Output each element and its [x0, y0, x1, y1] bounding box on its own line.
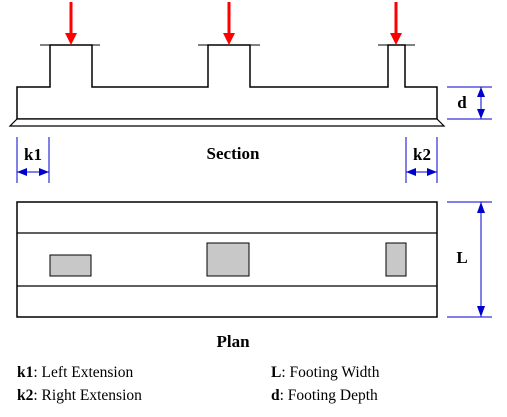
- column-middle: [206, 242, 250, 277]
- legend-k2: k2: Right Extension: [17, 387, 142, 405]
- legend-d: d: Footing Depth: [271, 387, 378, 405]
- section-view: k1 k2 d Section: [8, 2, 492, 183]
- d-dimension: [447, 86, 492, 120]
- legend-L: L: Footing Width: [271, 364, 379, 382]
- legend-d-text: : Footing Depth: [279, 387, 378, 404]
- k1-dimension: [16, 137, 50, 183]
- load-arrow-right: [390, 2, 402, 45]
- legend-k1-symbol: k1: [17, 364, 34, 381]
- column-right: [385, 242, 407, 277]
- section-base-plate: [8, 118, 446, 127]
- legend-k2-symbol: k2: [17, 387, 34, 404]
- section-title: Section: [207, 144, 260, 163]
- plan-title: Plan: [216, 332, 250, 350]
- load-arrow-middle: [223, 2, 235, 45]
- k1-label: k1: [24, 145, 42, 164]
- combined-footing-diagram: k1 k2 d Section: [8, 2, 492, 350]
- legend-k1: k1: Left Extension: [17, 364, 133, 382]
- plan-footing-outline: [16, 201, 438, 318]
- section-footing-outline: [16, 44, 438, 120]
- k2-label: k2: [413, 145, 431, 164]
- L-dimension: [447, 201, 492, 318]
- legend-L-symbol: L: [271, 364, 282, 381]
- d-label: d: [457, 93, 467, 112]
- legend-k1-text: : Left Extension: [33, 364, 134, 381]
- legend-L-text: : Footing Width: [281, 364, 380, 381]
- k2-dimension: [405, 137, 438, 183]
- legend-d-symbol: d: [271, 387, 280, 404]
- L-label: L: [456, 248, 467, 267]
- legend-k2-text: : Right Extension: [33, 387, 142, 404]
- column-left: [49, 254, 92, 277]
- load-arrow-left: [65, 2, 77, 45]
- plan-view: L Plan: [16, 201, 492, 350]
